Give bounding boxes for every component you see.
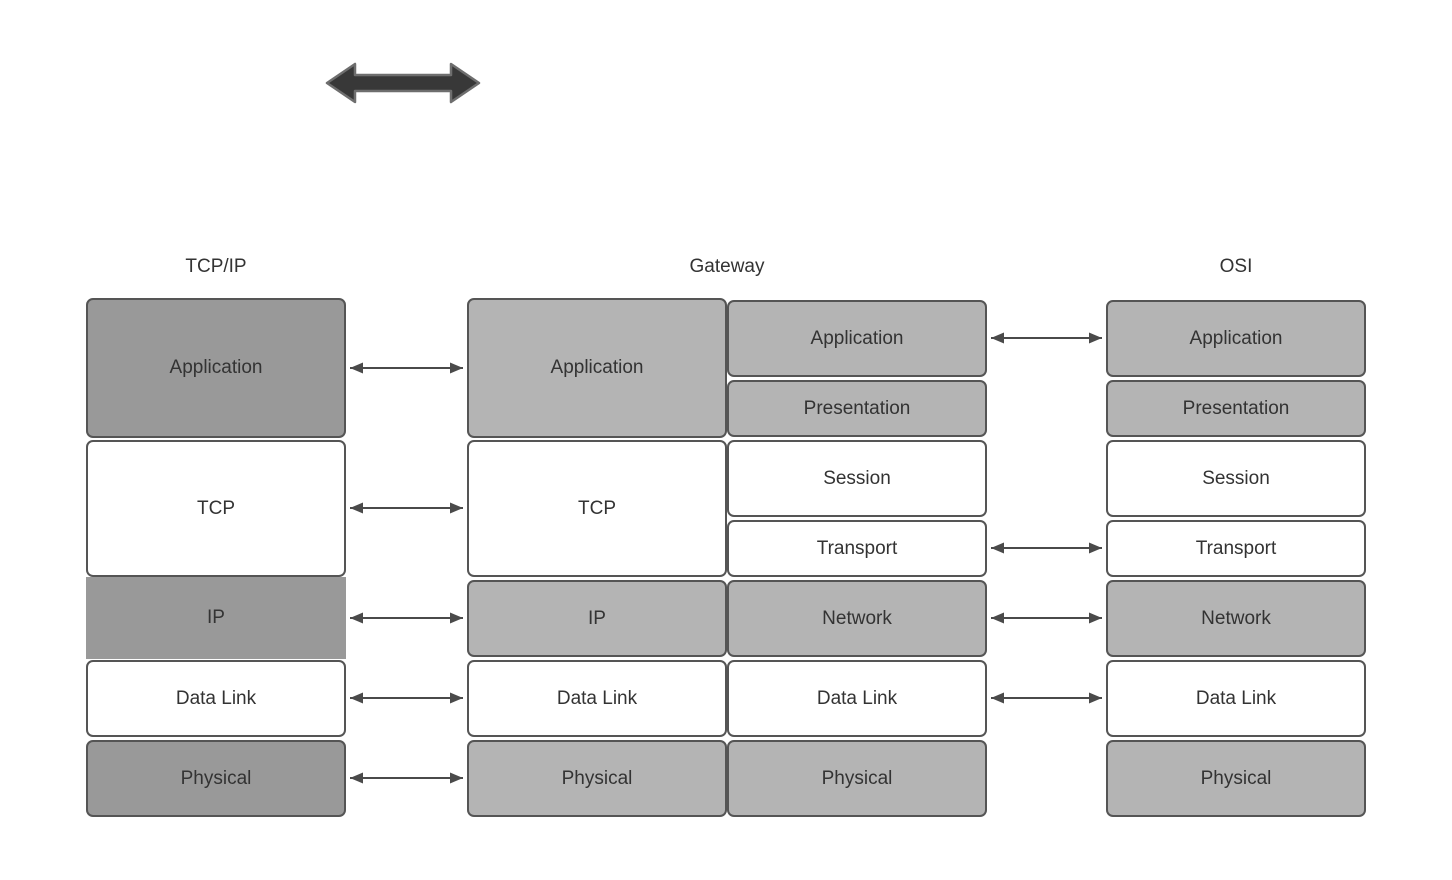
gateway-right-layer-application: Application: [727, 300, 987, 377]
gateway-right-layer-transport: Transport: [727, 520, 987, 577]
osi-layer-session: Session: [1106, 440, 1366, 517]
gateway-left-layer-physical: Physical: [467, 740, 727, 817]
gateway-right-layer-session: Session: [727, 440, 987, 517]
thick-double-arrow-icon: [325, 62, 481, 104]
tcpip-layer-ip: IP: [86, 577, 346, 659]
osi-layer-application: Application: [1106, 300, 1366, 377]
gateway-osi-connector-arrows: [991, 332, 1102, 704]
tcpip-gateway-connector-arrows: [350, 362, 463, 784]
osi-layer-presentation: Presentation: [1106, 380, 1366, 437]
tcpip-layer-tcp: TCP: [86, 440, 346, 577]
gateway-right-layer-data-link: Data Link: [727, 660, 987, 737]
tcpip-layer-data-link: Data Link: [86, 660, 346, 737]
osi-layer-transport: Transport: [1106, 520, 1366, 577]
osi-column-title: OSI: [1219, 256, 1253, 277]
gateway-right-layer-network: Network: [727, 580, 987, 657]
osi-layer-network: Network: [1106, 580, 1366, 657]
tcpip-layer-application: Application: [86, 298, 346, 438]
gateway-right-layer-presentation: Presentation: [727, 380, 987, 437]
gateway-left-layer-tcp: TCP: [467, 440, 727, 577]
tcpip-column-title: TCP/IP: [185, 256, 247, 277]
gateway-left-layer-application: Application: [467, 298, 727, 438]
osi-layer-physical: Physical: [1106, 740, 1366, 817]
gateway-left-layer-data-link: Data Link: [467, 660, 727, 737]
gateway-column-title: Gateway: [689, 256, 765, 277]
tcpip-layer-physical: Physical: [86, 740, 346, 817]
gateway-left-layer-ip: IP: [467, 580, 727, 657]
gateway-right-layer-physical: Physical: [727, 740, 987, 817]
osi-layer-data-link: Data Link: [1106, 660, 1366, 737]
